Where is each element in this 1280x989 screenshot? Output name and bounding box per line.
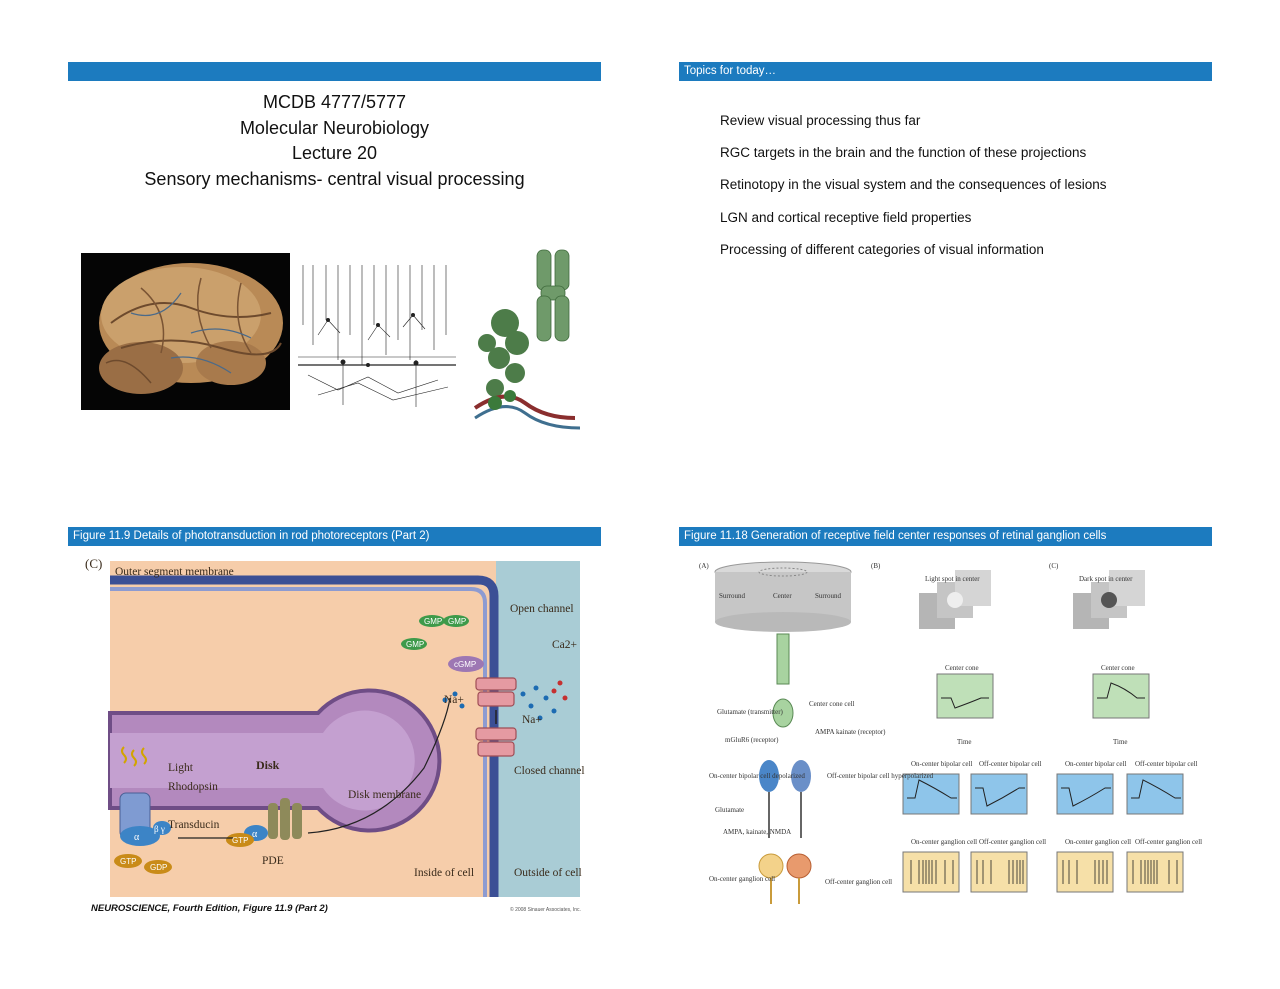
label-inside-cell: Inside of cell (414, 867, 474, 879)
slide-header-bar: Figure 11.18 Generation of receptive fie… (679, 527, 1212, 546)
label-disk-membrane: Disk membrane (348, 789, 421, 801)
label-light-spot: Light spot in center (925, 575, 980, 583)
lecture-title: MCDB 4777/5777 Molecular Neurobiology Le… (68, 90, 601, 192)
label-surround: Surround (719, 592, 746, 600)
label-cgmp: cGMP (454, 660, 476, 669)
label-on-bipolar-trace: On-center bipolar cell (911, 760, 972, 768)
label-alpha: α (134, 832, 140, 843)
label-alpha: α (252, 829, 258, 840)
panel-label: (A) (699, 562, 709, 570)
figure-credit: NEUROSCIENCE, Fourth Edition, Figure 11.… (91, 903, 328, 914)
course-name: Molecular Neurobiology (239, 117, 430, 138)
label-beta-gamma: β γ (154, 824, 165, 834)
label-glutamate-transmitter: Glutamate (transmitter) (717, 708, 784, 716)
label-center: Center (773, 592, 792, 600)
label-center-cone-trace: Center cone (945, 664, 979, 672)
receptive-field-figure: (A) (B) (C) Surround Center Surround Glu… (699, 561, 1202, 904)
label-on-ganglion: On-center ganglion cell (709, 875, 775, 883)
slide-header-title: Topics for today… (684, 65, 777, 77)
topic-item: LGN and cortical receptive field propert… (720, 209, 972, 225)
label-light: Light (168, 762, 194, 774)
label-transducin: Transducin (168, 819, 220, 831)
slide-header-bar (68, 62, 601, 81)
slide-header-title: Figure 11.9 Details of phototransduction… (73, 530, 430, 542)
slide-header-bar: Figure 11.9 Details of phototransduction… (68, 527, 601, 546)
label-off-bipolar-trace: Off-center bipolar cell (1135, 760, 1198, 768)
label-gdp: GDP (150, 863, 167, 872)
slide-title: MCDB 4777/5777 Molecular Neurobiology Le… (68, 62, 601, 482)
label-mglur6: mGluR6 (receptor) (725, 736, 779, 744)
label-gmp: GMP (406, 640, 424, 649)
label-disk: Disk (256, 758, 280, 772)
label-gmp: GMP (424, 617, 442, 626)
slide-phototransduction: Figure 11.9 Details of phototransduction… (68, 527, 601, 947)
label-sodium-outside: Na+ (522, 714, 542, 726)
label-time: Time (1113, 738, 1128, 746)
label-ampa-nmda: AMPA, kainate, NMDA (723, 828, 791, 836)
lecture-topic: Sensory mechanisms- central visual proce… (144, 168, 525, 189)
panel-label: (C) (85, 556, 102, 571)
phototransduction-figure: (C) Outer segment membrane Open channel … (85, 556, 585, 897)
label-on-ganglion-trace: On-center ganglion cell (1065, 838, 1131, 846)
course-number: MCDB 4777/5777 (262, 92, 407, 112)
label-outside-cell: Outside of cell (514, 867, 582, 879)
label-ampa-kainate: AMPA kainate (receptor) (815, 728, 886, 736)
panel-label: (C) (1049, 562, 1059, 570)
label-on-bipolar: On-center bipolar cell depolarized (709, 772, 805, 780)
topic-item: Retinotopy in the visual system and the … (720, 177, 1107, 193)
brain-photo (81, 253, 290, 410)
label-dark-spot: Dark spot in center (1079, 575, 1133, 583)
neuron-drawing (298, 265, 456, 410)
label-gmp: GMP (448, 617, 466, 626)
label-center-cone-cell: Center cone cell (809, 700, 855, 708)
label-open-channel: Open channel (510, 603, 574, 615)
label-center-cone-trace: Center cone (1101, 664, 1135, 672)
label-calcium: Ca2+ (552, 639, 577, 651)
label-off-ganglion: Off-center ganglion cell (825, 878, 892, 886)
label-off-ganglion-trace: Off-center ganglion cell (979, 838, 1046, 846)
figure-copyright: © 2008 Sinauer Associates, Inc. (510, 907, 581, 913)
topic-item: RGC targets in the brain and the functio… (720, 145, 1087, 161)
slide-header-title: Figure 11.18 Generation of receptive fie… (684, 530, 1107, 542)
label-sodium-inside: Na+ (444, 694, 464, 706)
topic-item: Processing of different categories of vi… (720, 241, 1044, 257)
label-off-bipolar-trace: Off-center bipolar cell (979, 760, 1042, 768)
panel-label: (B) (871, 562, 881, 570)
topic-item: Review visual processing thus far (720, 113, 921, 128)
lecture-number: Lecture 20 (291, 143, 378, 164)
label-gtp: GTP (120, 857, 136, 866)
slide-topics: Topics for today… Review visual processi… (679, 62, 1212, 482)
label-off-ganglion-trace: Off-center ganglion cell (1135, 838, 1202, 846)
label-time: Time (957, 738, 972, 746)
label-on-bipolar-trace: On-center bipolar cell (1065, 760, 1126, 768)
slide-header-bar: Topics for today… (679, 62, 1212, 81)
label-off-bipolar: Off-center bipolar cell hyperpolarized (827, 772, 934, 780)
label-glutamate: Glutamate (715, 806, 744, 814)
label-gtp: GTP (232, 836, 248, 845)
label-closed-channel: Closed channel (514, 765, 585, 777)
slide-receptive-fields: Figure 11.18 Generation of receptive fie… (679, 527, 1212, 947)
label-rhodopsin: Rhodopsin (168, 781, 218, 793)
label-pde: PDE (262, 855, 284, 867)
label-outer-segment: Outer segment membrane (115, 566, 234, 578)
label-on-ganglion-trace: On-center ganglion cell (911, 838, 977, 846)
chromosome-dna-illustration (465, 248, 587, 434)
topic-list: Review visual processing thus far RGC ta… (720, 113, 1106, 274)
label-surround: Surround (815, 592, 842, 600)
